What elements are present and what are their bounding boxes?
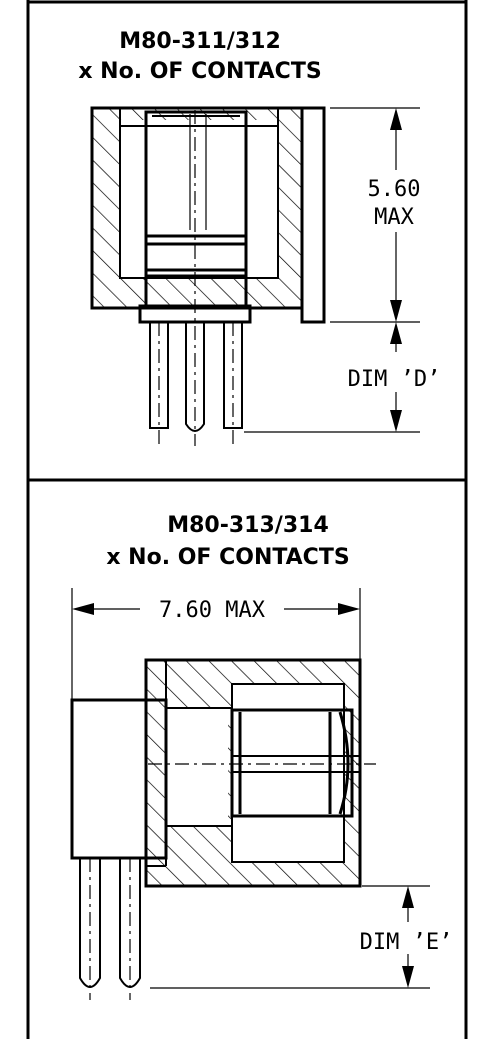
top-pin-dimension: DIM ’D’ [244,322,441,433]
drawing-frame [26,0,468,1039]
bottom-pins [79,858,141,1000]
bottom-title-line1: M80-313/314 [167,513,329,538]
bottom-contact-socket [148,708,376,818]
top-title-line1: M80-311/312 [119,29,281,54]
top-housing [90,106,326,324]
top-connector-view: M80-311/312 x No. OF CONTACTS [78,29,440,446]
bottom-title-line2: x No. OF CONTACTS [106,545,349,570]
bottom-width-dimension: 7.60 MAX [71,588,361,700]
dim-e-label: DIM ’E’ [360,930,453,955]
width-dim-label: 7.60 MAX [159,598,266,623]
dim-d-label: DIM ’D’ [348,367,441,392]
pin [185,322,205,432]
bottom-pin-dimension: DIM ’E’ [150,885,453,989]
top-pins [149,110,243,446]
height-dim-suffix: MAX [374,205,414,230]
top-height-dimension: 5.60 MAX [330,107,421,323]
bottom-connector-view: M80-313/314 x No. OF CONTACTS 7.60 MAX [70,513,453,1000]
top-title-line2: x No. OF CONTACTS [78,59,321,84]
height-dim-value: 5.60 [368,177,421,202]
top-contact-socket [144,110,248,310]
